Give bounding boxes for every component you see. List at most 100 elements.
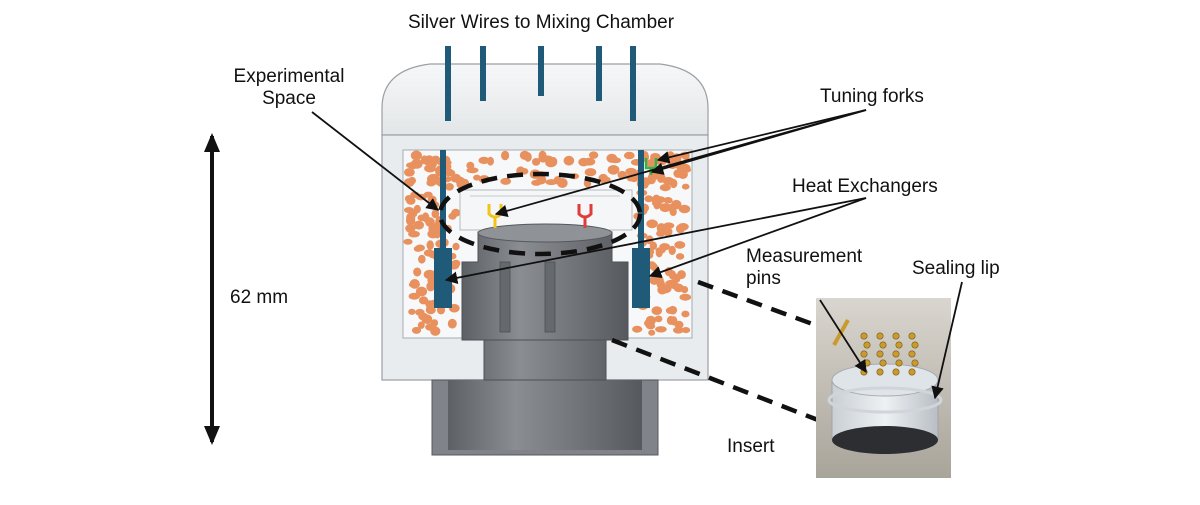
arrow-tuning-fork-1: [656, 109, 867, 164]
sinter-particle: [664, 177, 672, 184]
experimental-space-label-line2: Space: [262, 88, 316, 109]
sinter-particle: [623, 151, 635, 160]
sinter-particle: [659, 243, 671, 251]
sinter-particle: [681, 327, 691, 334]
silver-wire: [630, 46, 636, 121]
measurement-pin: [911, 359, 919, 367]
sinter-particle: [415, 244, 425, 252]
arrow-experimental-space: [311, 111, 439, 211]
sinter-particle: [678, 204, 691, 214]
measurement-pin: [876, 368, 884, 376]
silver-wires-label: Silver Wires to Mixing Chamber: [408, 12, 675, 33]
measurement-pin: [863, 359, 871, 367]
sealing-lip-label: Sealing lip: [912, 258, 1000, 279]
heat-exchanger-right-block: [632, 248, 650, 308]
sinter-particle: [417, 214, 427, 222]
sinter-particle: [447, 318, 457, 329]
sinter-particle: [646, 219, 658, 229]
measurement-pin: [908, 350, 916, 358]
silver-wire: [480, 46, 486, 101]
photo-connector-lines: [611, 279, 819, 423]
sinter-particle: [607, 165, 620, 175]
sinter-particle: [500, 177, 512, 185]
experimental-space-outline: [437, 171, 643, 257]
sinter-particle: [677, 223, 689, 231]
sinter-particle: [584, 168, 597, 177]
sinter-particle: [583, 157, 596, 166]
measurement-pin: [892, 368, 900, 376]
measurement-pin: [895, 359, 903, 367]
measurement-pins-label: Measurement pins: [746, 246, 862, 290]
sinter-particle: [659, 203, 671, 213]
sinter-particle: [427, 174, 436, 184]
sinter-particle: [425, 155, 434, 162]
sinter-particle: [679, 293, 692, 301]
sinter-particle: [405, 224, 416, 233]
sinter-particle: [531, 179, 542, 186]
sinter-particle: [445, 183, 454, 191]
sinter-particle: [431, 209, 440, 219]
top-cap: [381, 63, 709, 136]
sinter-particle: [413, 267, 422, 277]
sinter-particle: [447, 169, 456, 176]
silver-wire: [596, 46, 602, 101]
sinter-particle: [417, 321, 425, 329]
sinter-particle: [625, 167, 637, 175]
measurement-pin: [911, 341, 919, 349]
sinter-particle: [408, 308, 416, 315]
sinter-particle: [532, 158, 541, 166]
callout-arrows: [311, 109, 963, 400]
measurement-pin: [876, 332, 884, 340]
sinter-particle: [649, 241, 658, 250]
sinter-particle: [430, 319, 439, 327]
sinter-particle: [655, 326, 667, 333]
sinter-particle: [406, 196, 416, 205]
measurement-pin: [892, 350, 900, 358]
sinter-particle: [681, 310, 690, 318]
sinter-particle: [478, 156, 490, 164]
sinter-particle: [410, 150, 422, 161]
sinter-particle: [668, 245, 676, 255]
sinter-particle: [538, 153, 548, 163]
heat-exchangers-label: Heat Exchangers: [792, 176, 938, 197]
sinter-particle: [418, 296, 429, 305]
measurement-pin: [892, 332, 900, 340]
arrow-tuning-fork-3: [494, 109, 867, 217]
sinter-particle: [409, 161, 418, 170]
sinter-particle: [675, 253, 685, 260]
sinter-particle: [519, 150, 530, 160]
sinter-particle: [413, 220, 424, 230]
dimension-arrow: [204, 133, 220, 445]
sinter-particle: [651, 306, 663, 315]
sinter-particle: [670, 316, 678, 326]
sinter-particle: [680, 286, 689, 294]
sinter-particle: [648, 329, 656, 336]
sinter-particle: [644, 195, 654, 203]
dimension-label: 62 mm: [230, 287, 289, 308]
sinter-particle: [423, 191, 433, 198]
experimental-space-label-line1: Experimental: [233, 66, 345, 87]
sinter-particle: [681, 183, 690, 190]
sinter-particle: [654, 315, 663, 323]
measurement-pin: [879, 341, 887, 349]
sinter-particle: [466, 167, 479, 174]
sinter-particle: [404, 168, 415, 177]
sinter-particle: [408, 292, 420, 300]
sinter-particle: [421, 314, 433, 325]
sinter-particle: [674, 241, 686, 249]
sinter-particle: [665, 307, 674, 314]
silver-wire: [538, 46, 544, 96]
heat-exchanger-left: [440, 150, 446, 250]
sinter-particle: [557, 178, 568, 188]
measurement-pin: [876, 350, 884, 358]
sinter-particle: [425, 217, 435, 227]
measurement-pin: [860, 332, 868, 340]
sinter-particle: [563, 155, 575, 166]
heat-exchangers: [434, 150, 650, 308]
sinter-particle: [646, 322, 656, 330]
sinter-particle: [424, 164, 436, 173]
measurement-pin: [908, 368, 916, 376]
sinter-particle: [617, 170, 627, 179]
sinter-particle: [659, 184, 671, 192]
